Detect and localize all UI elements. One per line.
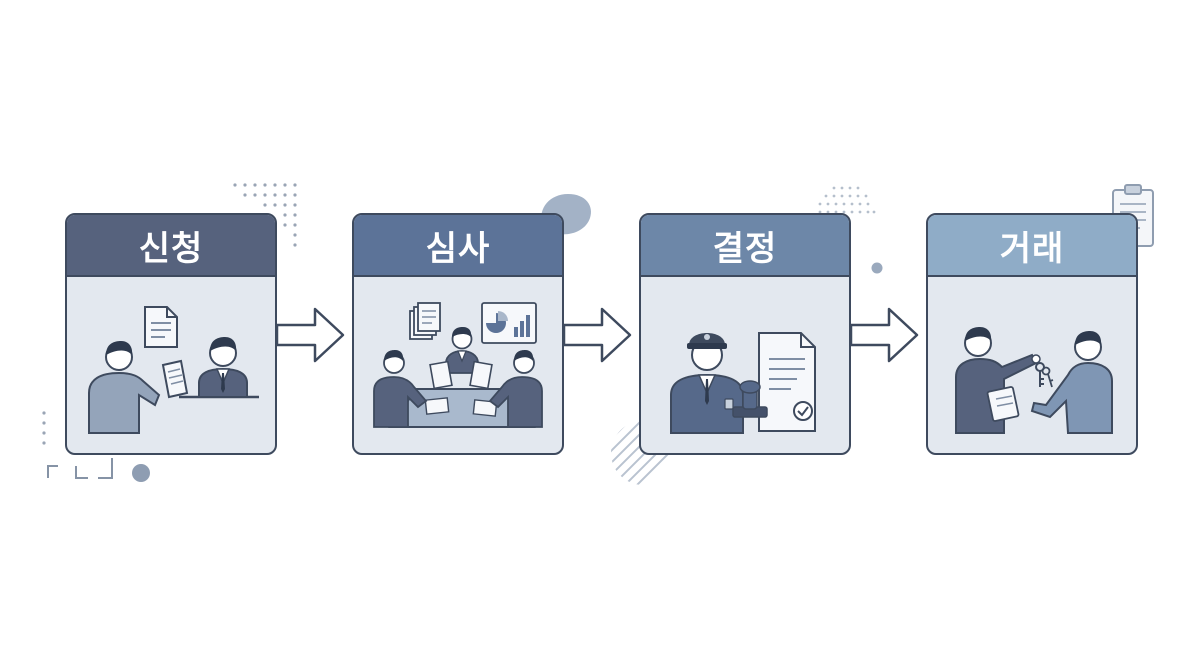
step-header-decision: 결정: [641, 215, 849, 277]
step-header-review: 심사: [354, 215, 562, 277]
step-card-application: 신청: [65, 213, 277, 455]
step-illustration-decision: [641, 277, 849, 453]
review-meeting-icon: [373, 302, 543, 428]
step-illustration-transaction: [928, 277, 1136, 453]
step-title: 신청: [138, 228, 204, 269]
step-card-review: 심사: [352, 213, 564, 455]
application-meeting-icon: [88, 306, 259, 434]
circle-decoration: [132, 464, 150, 482]
step-title: 거래: [999, 228, 1065, 269]
step-title: 결정: [712, 228, 778, 269]
flow-arrow: [275, 307, 345, 363]
dot-grid-decoration: [233, 183, 297, 247]
flow-arrow: [849, 307, 919, 363]
step-card-decision: 결정: [639, 213, 851, 455]
corner-bracket-decoration: [47, 458, 113, 479]
small-circle-decoration: [871, 262, 883, 274]
step-title: 심사: [425, 228, 491, 269]
step-illustration-review: [354, 277, 562, 453]
step-header-transaction: 거래: [928, 215, 1136, 277]
officer-stamp-decision-icon: [670, 332, 816, 434]
key-handover-icon: [955, 327, 1113, 434]
step-card-transaction: 거래: [926, 213, 1138, 455]
dot-column-decoration: [42, 411, 46, 445]
step-header-application: 신청: [67, 215, 275, 277]
flow-arrow: [562, 307, 632, 363]
dotted-circle-decoration: [818, 186, 876, 214]
step-illustration-application: [67, 277, 275, 453]
